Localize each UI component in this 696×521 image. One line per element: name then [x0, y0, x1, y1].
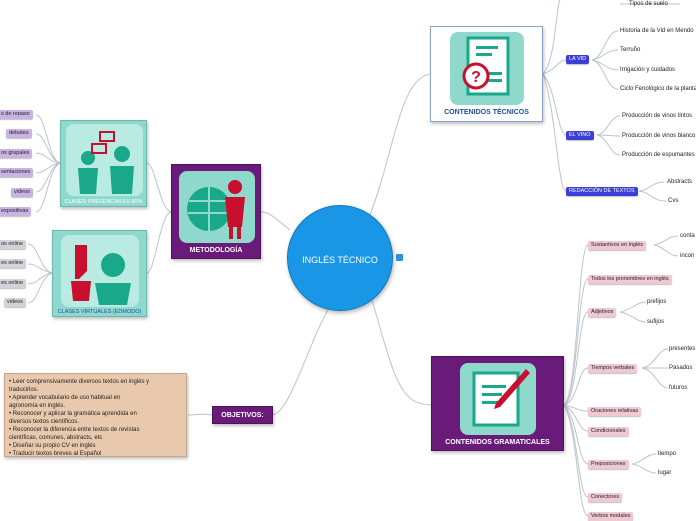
- node-objetivos[interactable]: OBJETIVOS:: [212, 406, 273, 424]
- leaf-presenciales-2[interactable]: debates: [6, 129, 32, 138]
- objetivos-line: • Traducir textos breves al Español: [9, 451, 102, 457]
- people-chat-icon: [66, 124, 143, 196]
- branch-condicionales[interactable]: Condicionales: [588, 427, 629, 436]
- leaf-presenciales-5[interactable]: videos: [11, 188, 33, 197]
- svg-text:?: ?: [471, 69, 481, 86]
- branch-modales[interactable]: Verbos modales: [588, 512, 634, 521]
- node-title: CONTENIDOS TÉCNICOS: [444, 109, 529, 116]
- leaf-vid-1[interactable]: Historia de la Vid en Mendo: [620, 28, 694, 34]
- leaf-presenciales-6[interactable]: expositivas: [0, 207, 32, 216]
- branch-conectores[interactable]: Conectores: [588, 493, 623, 502]
- leaf-presenciales-1[interactable]: s de repaso: [0, 110, 33, 119]
- node-metodologia[interactable]: METODOLOGÍA: [171, 164, 261, 259]
- objetivos-line: • Diseñar su propio CV en inglés: [9, 443, 96, 449]
- branch-pronombres[interactable]: Todos los pronombres en inglés: [588, 275, 672, 284]
- leaf-preposiciones-1[interactable]: tiempo: [658, 451, 677, 457]
- objetivos-line: agronomía en inglés.: [9, 403, 66, 409]
- leaf-sustantivos-2[interactable]: incon: [680, 253, 695, 259]
- node-title: CLASES PRESENCIALES 80%: [64, 199, 143, 205]
- leaf-redaccion-1[interactable]: Abstracts: [667, 179, 693, 185]
- leaf-presenciales-4[interactable]: sentaciones: [0, 168, 34, 177]
- central-topic-label: INGLÉS TÉCNICO: [302, 255, 378, 265]
- document-pen-icon: [460, 363, 536, 435]
- branch-adjetivos[interactable]: Adjetivos: [588, 308, 617, 317]
- leaf-vino-3[interactable]: Producción de espumantes: [622, 152, 695, 158]
- objetivos-line: diversos textos científicos.: [9, 419, 80, 425]
- leaf-adjetivos-2[interactable]: sufijos: [647, 319, 665, 325]
- leaf-virtuales-2[interactable]: es online: [0, 259, 27, 268]
- node-title: OBJETIVOS:: [221, 412, 264, 419]
- branch-el-vino[interactable]: EL VINO: [566, 131, 594, 140]
- objetivos-line: traducirlos.: [9, 387, 39, 393]
- chevron-right-icon: [398, 261, 402, 266]
- leaf-tiempos-2[interactable]: Pasados: [669, 365, 693, 371]
- leaf-vid-4[interactable]: Ciclo Fenológico de la planta: [620, 86, 696, 92]
- node-title: METODOLOGÍA: [189, 247, 243, 254]
- node-title: CONTENIDOS GRAMATICALES: [445, 439, 550, 446]
- leaf-tipos-de-suelo[interactable]: Tipos de suelo: [629, 1, 668, 7]
- node-contenidos-tecnicos[interactable]: ? CONTENIDOS TÉCNICOS: [430, 26, 543, 122]
- leaf-virtuales-4[interactable]: videos: [4, 298, 26, 307]
- globe-businessman-icon: [179, 171, 255, 243]
- objetivos-line: • Leer comprensivamente diversos textos …: [9, 379, 150, 385]
- branch-tiempos[interactable]: Tiempos verbales: [588, 364, 638, 373]
- objetivos-note: • Leer comprensivamente diversos textos …: [4, 373, 187, 457]
- leaf-virtuales-3[interactable]: es online: [0, 279, 27, 288]
- node-contenidos-gramaticales[interactable]: CONTENIDOS GRAMATICALES: [431, 356, 564, 451]
- leaf-preposiciones-2[interactable]: lugar: [658, 470, 672, 476]
- branch-relativas[interactable]: Oraciones relativas: [588, 407, 642, 416]
- branch-sustantivos[interactable]: Sustantivos en inglés: [588, 241, 646, 250]
- objetivos-line: • Aprender vocabulario de uso habitual e…: [9, 395, 121, 401]
- collapse-icon[interactable]: [396, 254, 403, 266]
- leaf-tiempos-3[interactable]: futuros: [669, 385, 688, 391]
- branch-redaccion[interactable]: REDACCIÓN DE TEXTOS: [566, 187, 638, 196]
- leaf-virtuales-1[interactable]: os online: [0, 240, 27, 249]
- branch-preposiciones[interactable]: Preposiciones: [588, 460, 629, 469]
- central-topic[interactable]: INGLÉS TÉCNICO: [287, 205, 393, 311]
- objetivos-line: • Reconocer la diferencia entre textos d…: [9, 427, 140, 433]
- leaf-vid-2[interactable]: Terruño: [620, 47, 641, 53]
- leaf-sustantivos-1[interactable]: conta: [680, 233, 695, 239]
- node-clases-presenciales[interactable]: CLASES PRESENCIALES 80%: [60, 120, 147, 207]
- leaf-adjetivos-1[interactable]: prefijos: [647, 299, 667, 305]
- objetivos-line: científicas, comunes, abstracts, etc: [9, 435, 103, 441]
- node-title: CLASES VIRTUALES (EDMODO): [57, 309, 142, 315]
- branch-la-vid[interactable]: LA VID: [566, 55, 590, 64]
- leaf-presenciales-3[interactable]: os grupales: [0, 149, 33, 158]
- leaf-redaccion-2[interactable]: Cvs: [668, 198, 679, 204]
- document-question-icon: ?: [450, 32, 524, 105]
- leaf-tiempos-1[interactable]: presentes: [669, 346, 696, 352]
- leaf-vino-2[interactable]: Producción de vinos blanco: [622, 133, 696, 139]
- leaf-vid-3[interactable]: Irrigación y cuidados: [620, 67, 676, 73]
- people-talk-icon: [61, 235, 139, 307]
- node-clases-virtuales[interactable]: CLASES VIRTUALES (EDMODO): [52, 230, 147, 317]
- leaf-vino-1[interactable]: Producción de vinos tintos: [622, 113, 693, 119]
- objetivos-line: • Reconocer y aplicar la gramática apren…: [9, 411, 137, 417]
